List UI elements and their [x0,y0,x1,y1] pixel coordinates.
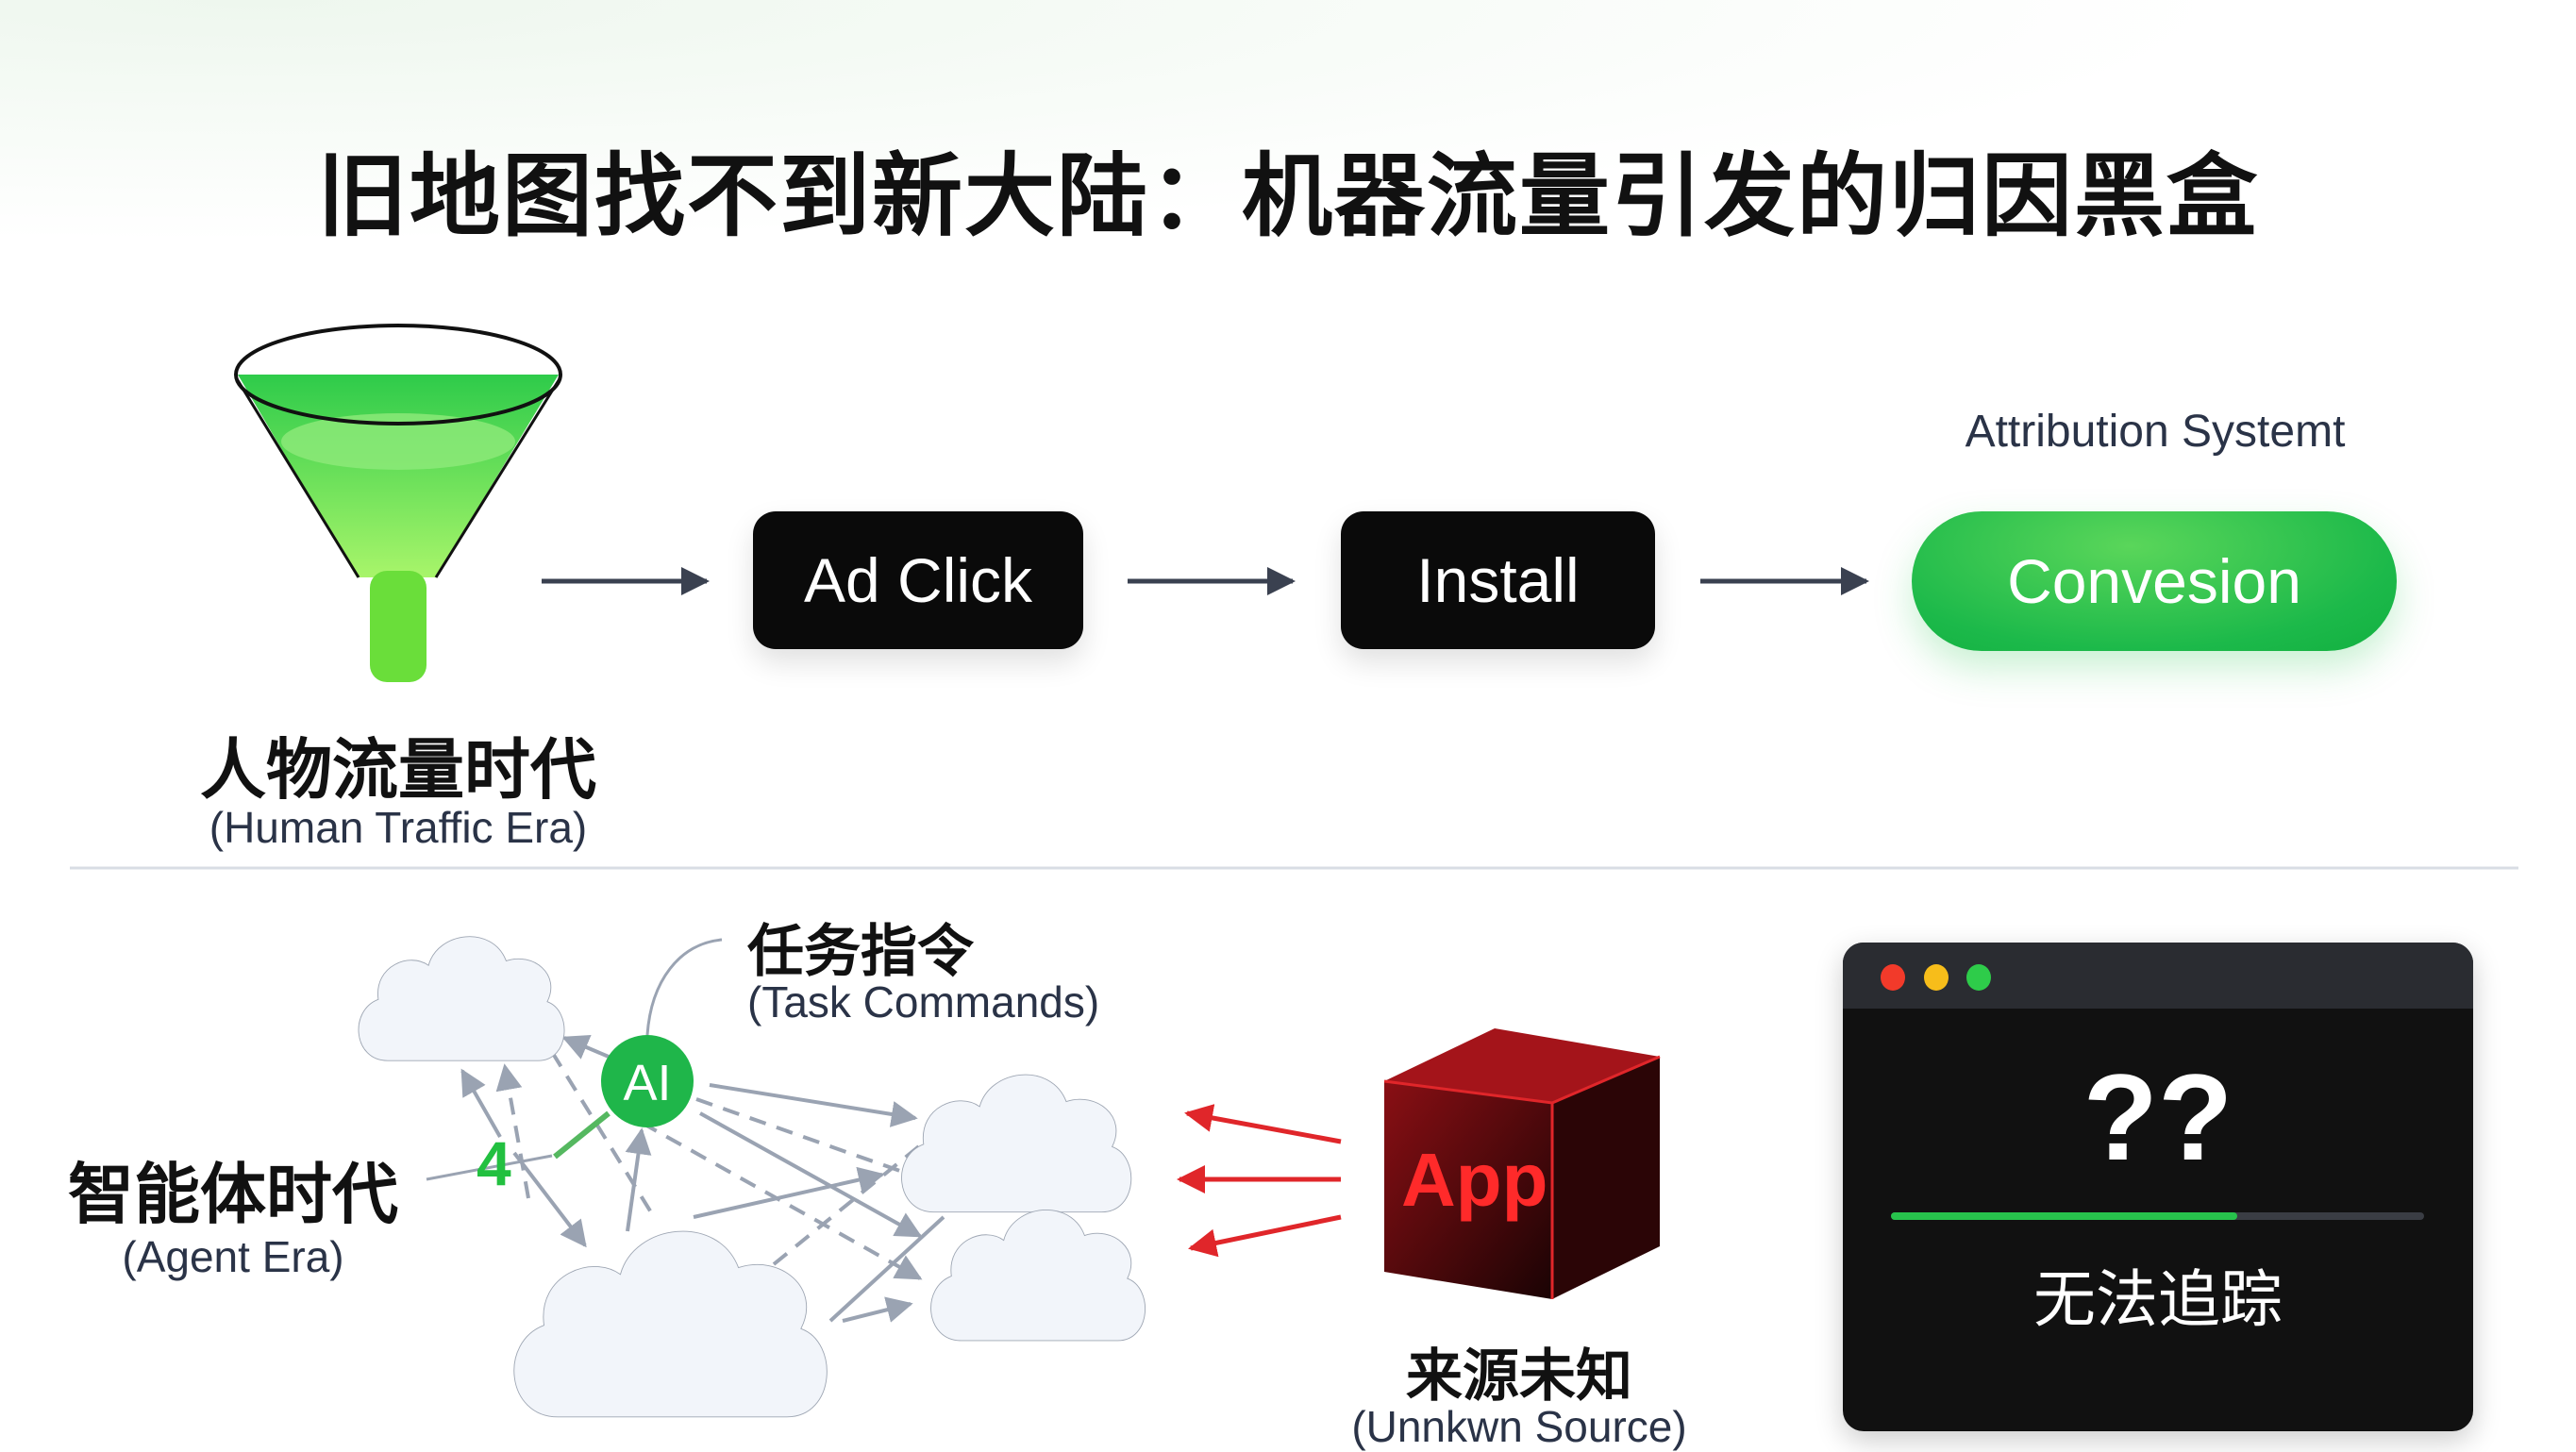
progress-bar [1891,1212,2424,1220]
maximize-dot-icon[interactable] [1966,964,1991,991]
ai-node-label: AI [623,1055,672,1111]
unknown-source-title: 来源未知 [1406,1344,1632,1408]
ad-click-label: Ad Click [803,545,1033,615]
cloud-icon [900,1073,1132,1213]
agent-era-subtitle: (Agent Era) [122,1232,344,1281]
attribution-system-label: Attribution Systemt [1965,407,2346,457]
ai-node [601,1035,694,1127]
red-arrows [1177,1104,1342,1258]
conversion-step: Convesion [1912,511,2397,651]
background-glow [0,0,2576,283]
funnel-icon [234,324,562,682]
install-step: Install [1341,511,1655,649]
human-era-title: 人物流量时代 [200,733,596,807]
app-cube-icon [1383,1028,1661,1299]
conversion-label: Convesion [2007,546,2301,616]
page-title: 旧地图找不到新大陆：机器流量引发的归因黑盒 [317,146,2259,247]
tracking-window: ?? 无法追踪 [1843,943,2473,1431]
minimize-dot-icon[interactable] [1924,964,1949,991]
progress-fill [1891,1212,2238,1220]
window-title-bar [1843,943,2473,1009]
install-label: Install [1416,545,1580,615]
untraceable-label: 无法追踪 [2033,1264,2283,1334]
traffic-network [426,938,945,1323]
unknown-source-subtitle: (Unnkwn Source) [1351,1402,1687,1451]
task-commands-subtitle: (Task Commands) [747,977,1100,1026]
human-era-subtitle: (Human Traffic Era) [209,803,588,852]
question-marks: ?? [2083,1048,2233,1186]
agent-era-title: 智能体时代 [68,1158,398,1231]
ad-click-step: Ad Click [753,511,1083,649]
cloud-icon [929,1209,1146,1343]
task-commands-title: 任务指令 [747,920,974,983]
close-dot-icon[interactable] [1881,964,1905,991]
cloud-icon [357,935,566,1062]
glitch-number: 4 [477,1128,511,1198]
app-label: App [1401,1138,1548,1222]
